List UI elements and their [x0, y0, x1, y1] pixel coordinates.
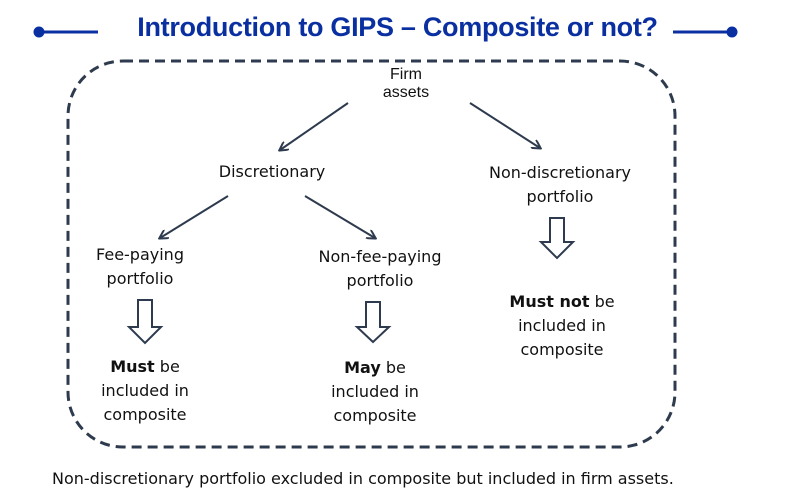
arrow-to-non-discretionary: [469, 102, 540, 148]
node-label: assets: [382, 84, 430, 101]
outcome-text: included in: [518, 316, 606, 335]
node-label: portfolio: [526, 187, 594, 206]
node-discretionary: Discretionary: [218, 162, 326, 181]
page-title: Introduction to GIPS – Composite or not?: [137, 12, 658, 42]
outcome-text: be: [380, 358, 406, 377]
node-fee-paying: Fee-paying portfolio: [96, 243, 184, 291]
outcome-emphasis: May: [344, 358, 381, 377]
node-label: portfolio: [346, 271, 414, 290]
title-dot-left: [33, 26, 45, 38]
node-label: portfolio: [106, 269, 174, 288]
node-firm-assets: Firm assets: [383, 66, 429, 102]
node-label: Non-discretionary: [489, 163, 631, 182]
outcome-text: composite: [103, 405, 187, 424]
firm-assets-boundary: [66, 59, 677, 449]
node-label: Non-fee-paying: [318, 247, 442, 266]
outcome-text: be: [154, 357, 180, 376]
footer-note: Non-discretionary portfolio excluded in …: [52, 469, 674, 488]
outcome-text: be: [589, 292, 615, 311]
outcome-text: included in: [101, 381, 189, 400]
title-dot-right: [726, 26, 738, 38]
outcome-text: included in: [331, 382, 419, 401]
outcome-emphasis: Must: [110, 357, 155, 376]
down-arrow-icon: [126, 299, 164, 345]
outcome-non-discretionary: Must not be included in composite: [509, 290, 614, 362]
arrow-to-discretionary: [280, 102, 349, 150]
node-non-discretionary: Non-discretionary portfolio: [489, 161, 631, 209]
node-non-fee-paying: Non-fee-paying portfolio: [319, 245, 442, 293]
down-arrow-icon: [354, 301, 392, 344]
outcome-non-fee-paying: May be included in composite: [331, 356, 419, 428]
outcome-text: composite: [520, 340, 604, 359]
down-arrow-icon: [538, 217, 576, 260]
outcome-fee-paying: Must be included in composite: [101, 355, 189, 427]
arrow-to-non-fee-paying: [304, 195, 375, 238]
outcome-emphasis: Must not: [509, 292, 590, 311]
arrow-to-fee-paying: [160, 195, 229, 238]
node-label: Firm: [390, 66, 422, 83]
node-label: Fee-paying: [96, 245, 184, 264]
outcome-text: composite: [333, 406, 417, 425]
